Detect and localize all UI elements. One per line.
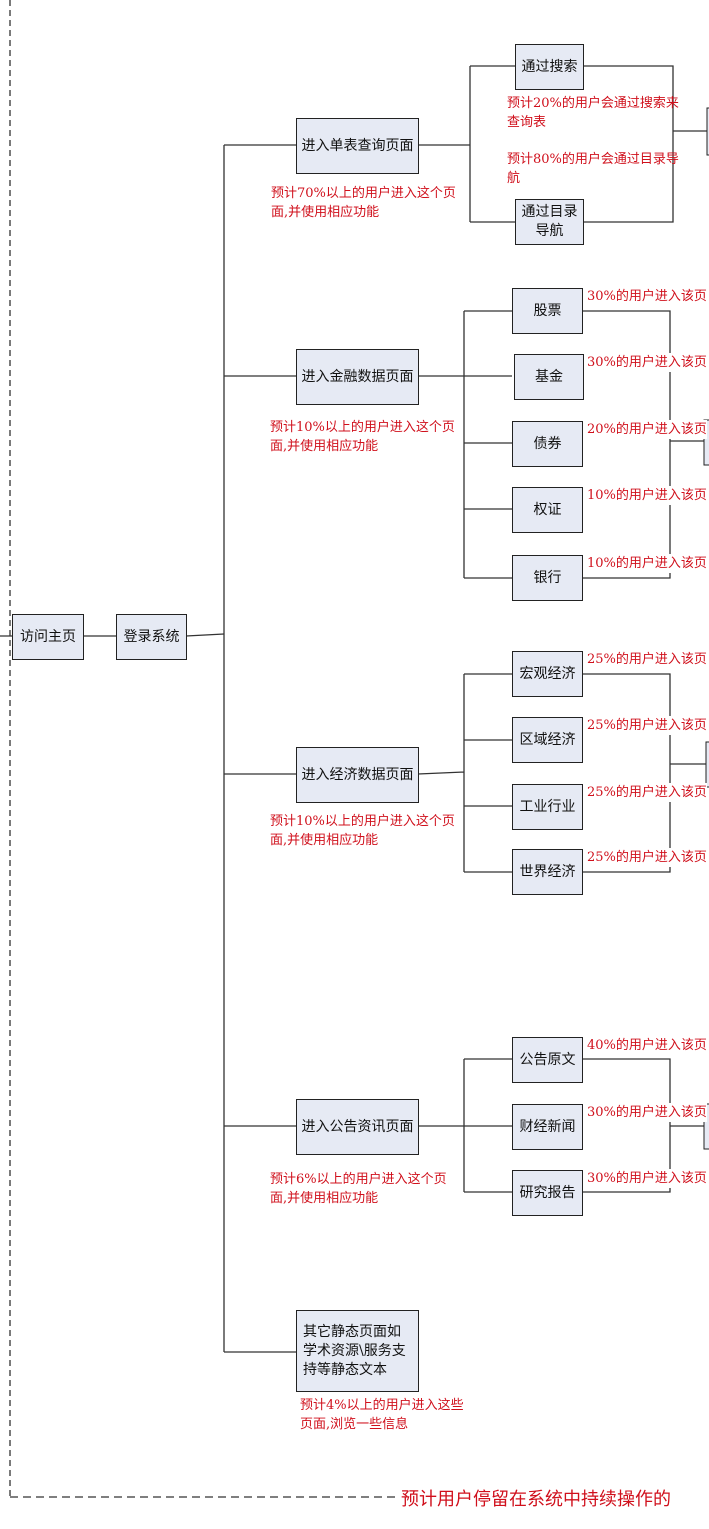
node-label: 财经新闻 (519, 1118, 576, 1135)
node-note: 25%的用户进入该页 (587, 848, 707, 867)
node-news: 财经新闻 (512, 1104, 583, 1150)
branch-static: 其它静态页面如学术资源\服务支持等静态文本 (296, 1310, 419, 1392)
node-note: 30%的用户进入该页 (587, 1169, 707, 1188)
node-label: 通过目录导航 (521, 204, 578, 239)
node-research: 研究报告 (512, 1170, 583, 1216)
node-label: 基金 (535, 368, 563, 385)
node-catalog: 通过目录导航 (515, 199, 584, 245)
node-label: 研究报告 (519, 1184, 576, 1201)
node-note: 40%的用户进入该页 (587, 1036, 707, 1055)
branch-note: 预计70%以上的用户进入这个页面,并使用相应功能 (271, 186, 456, 220)
login-node: 登录系统 (116, 614, 187, 660)
node-note: 预计20%的用户会通过搜索来查询表 (507, 96, 679, 130)
node-label: 工业行业 (519, 798, 576, 815)
node-note: 30%的用户进入该页 (587, 1103, 707, 1122)
node-stock: 股票 (512, 288, 583, 334)
node-note: 25%的用户进入该页 (587, 783, 707, 802)
branch-note: 预计4%以上的用户进入这些页面,浏览一些信息 (300, 1398, 464, 1432)
home-node: 访问主页 (12, 614, 84, 660)
node-note: 30%的用户进入该页 (587, 353, 707, 372)
branch-economy: 进入经济数据页面 (296, 747, 419, 803)
branch-finance: 进入金融数据页面 (296, 349, 419, 405)
node-world: 世界经济 (512, 849, 583, 895)
node-note: 10%的用户进入该页 (587, 486, 707, 505)
node-label: 银行 (533, 569, 562, 586)
branch-announcements: 进入公告资讯页面 (296, 1099, 419, 1155)
node-note: 预计80%的用户会通过目录导航 (507, 152, 679, 186)
node-macro: 宏观经济 (512, 651, 583, 697)
node-bank: 银行 (512, 555, 583, 601)
branch-note: 预计6%以上的用户进入这个页面,并使用相应功能 (270, 1172, 447, 1206)
node-regional: 区域经济 (512, 717, 583, 763)
footer-note: 预计用户停留在系统中持续操作的 (401, 1489, 671, 1510)
node-label: 通过搜索 (521, 58, 578, 75)
node-label: 宏观经济 (519, 665, 576, 682)
node-bond: 债券 (512, 421, 583, 467)
node-fund: 基金 (514, 354, 584, 400)
node-original: 公告原文 (512, 1037, 583, 1083)
node-label: 股票 (533, 302, 562, 319)
home-label: 访问主页 (20, 628, 76, 645)
branch-note: 预计10%以上的用户进入这个页面,并使用相应功能 (270, 814, 455, 848)
node-note: 25%的用户进入该页 (587, 650, 707, 669)
branch-label: 其它静态页面如学术资源\服务支持等静态文本 (303, 1323, 406, 1378)
node-note: 25%的用户进入该页 (587, 716, 707, 735)
node-label: 公告原文 (519, 1051, 576, 1068)
node-label: 权证 (533, 501, 562, 518)
branch-table-query: 进入单表查询页面 (296, 118, 419, 174)
node-label: 区域经济 (519, 731, 576, 748)
node-note: 10%的用户进入该页 (587, 554, 707, 573)
branch-label: 进入公告资讯页面 (301, 1118, 414, 1135)
node-label: 债券 (533, 435, 562, 452)
node-label: 世界经济 (519, 863, 576, 880)
branch-label: 进入金融数据页面 (301, 368, 414, 385)
branch-note: 预计10%以上的用户进入这个页面,并使用相应功能 (270, 420, 455, 454)
node-note: 30%的用户进入该页 (587, 287, 707, 306)
node-warrant: 权证 (512, 487, 583, 533)
login-label: 登录系统 (123, 628, 180, 645)
branch-label: 进入单表查询页面 (301, 137, 414, 154)
node-note: 20%的用户进入该页 (587, 420, 707, 439)
node-industry: 工业行业 (512, 784, 583, 830)
branch-label: 进入经济数据页面 (301, 766, 414, 783)
node-search: 通过搜索 (515, 44, 584, 90)
